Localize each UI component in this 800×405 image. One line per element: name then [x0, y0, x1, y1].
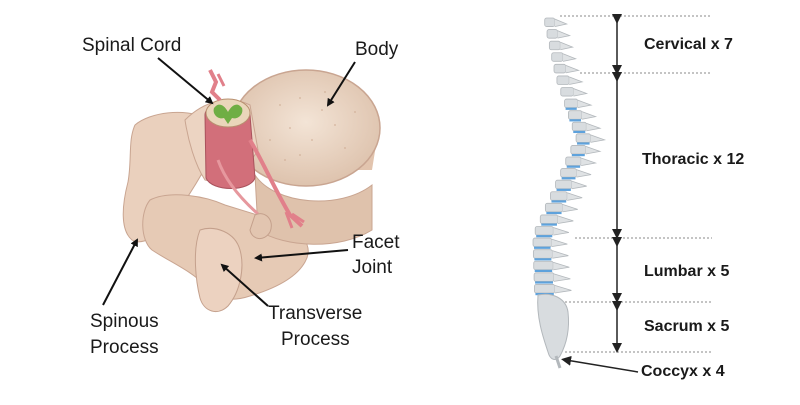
- arrow-body: [326, 61, 356, 107]
- vertebra-process: [552, 250, 569, 259]
- spine-illustration: [532, 14, 712, 373]
- intervertebral-disc: [534, 269, 553, 273]
- sacrum-shape: [537, 293, 569, 360]
- vertebra-segment: [532, 249, 553, 259]
- label-lumbar: Lumbar x 5: [644, 263, 730, 280]
- intervertebral-disc: [534, 258, 552, 261]
- vertebra-process: [581, 111, 598, 120]
- vertebra-process: [553, 261, 570, 271]
- vertebra-segment: [539, 214, 559, 224]
- vertebra-process: [551, 238, 568, 248]
- vertebra-process: [557, 215, 574, 224]
- vertebra-process: [554, 18, 569, 27]
- region-separators: [560, 15, 712, 353]
- vertebra-process: [554, 285, 572, 294]
- intervertebral-disc: [541, 223, 557, 226]
- label-facet: Facet: [352, 232, 400, 253]
- vertebra-process: [585, 146, 602, 155]
- vertebra-process: [562, 203, 578, 213]
- vertebra-process: [590, 134, 607, 143]
- arrow-spinal-cord: [157, 57, 214, 105]
- spine-column: [532, 17, 607, 296]
- vertebra-segment: [564, 98, 579, 109]
- vertebra-segment: [534, 226, 554, 236]
- label-transverse-process: Process: [281, 329, 350, 350]
- grey-matter-shape: [213, 104, 243, 124]
- intervertebral-disc: [565, 107, 577, 110]
- vertebra-process: [557, 30, 572, 39]
- label-coccyx: Coccyx x 4: [641, 363, 725, 380]
- label-joint: Joint: [352, 257, 393, 278]
- vertebra-process: [567, 192, 583, 201]
- bone-texture: [269, 91, 356, 161]
- label-sacrum: Sacrum x 5: [644, 318, 730, 335]
- intervertebral-disc: [577, 142, 590, 145]
- intervertebral-disc: [569, 119, 582, 122]
- nerve-root: [248, 138, 304, 228]
- label-spinous: Spinous: [90, 311, 159, 332]
- intervertebral-disc: [566, 165, 581, 168]
- vertebra-segment: [546, 29, 558, 39]
- vertebra-segment: [550, 191, 568, 201]
- vertebra-process: [573, 88, 589, 97]
- intervertebral-disc: [534, 246, 551, 249]
- arrow-coccyx: [561, 355, 639, 373]
- vertebra-illustration: [102, 57, 381, 313]
- vertebra-segment: [544, 17, 556, 27]
- label-transverse: Transverse: [268, 303, 363, 324]
- vertebra-process: [553, 273, 571, 282]
- intervertebral-disc: [561, 177, 576, 180]
- vertebra-segment: [551, 52, 564, 62]
- arrow-transverse: [220, 263, 269, 307]
- vertebra-segment: [533, 272, 555, 282]
- vertebra-process: [586, 122, 602, 132]
- vertebra-segment: [534, 284, 556, 294]
- label-spinous-process: Process: [90, 337, 159, 358]
- intervertebral-disc: [536, 235, 553, 238]
- nerve-top: [208, 69, 222, 102]
- vertebra-segment: [544, 202, 563, 213]
- vertebra-segment: [560, 168, 577, 178]
- label-body: Body: [355, 39, 399, 60]
- transverse-process-shape: [194, 227, 243, 313]
- vertebra-segment: [556, 75, 570, 85]
- intervertebral-disc: [571, 154, 585, 157]
- vertebra-process: [565, 64, 581, 74]
- vertebra-segment: [548, 40, 561, 51]
- vertebra-segment: [560, 87, 574, 97]
- vertebra-segment: [568, 110, 583, 120]
- vertebra-process: [571, 180, 587, 190]
- label-spinal-cord: Spinal Cord: [82, 35, 182, 56]
- intervertebral-disc: [573, 130, 586, 134]
- intervertebral-disc: [551, 200, 567, 203]
- vertebra-process: [562, 53, 578, 62]
- vertebra-segment: [553, 63, 567, 74]
- vertebra-segment: [570, 145, 587, 155]
- vertebra-process: [569, 76, 584, 85]
- intervertebral-disc: [546, 211, 562, 215]
- intervertebral-disc: [556, 188, 571, 191]
- vertebra-process: [580, 157, 598, 166]
- vertebra-process: [576, 169, 592, 178]
- vertebra-segment: [575, 133, 591, 143]
- vertebra-process: [553, 227, 570, 236]
- label-cervical: Cervical x 7: [644, 36, 733, 53]
- vertebra-segment: [571, 121, 587, 132]
- vertebra-segment: [555, 179, 573, 190]
- vertebra-segment: [533, 260, 554, 271]
- vertebra-process: [577, 99, 593, 109]
- arrow-facet: [254, 249, 349, 262]
- arrow-spinous: [102, 238, 138, 306]
- vertebral-body-lower: [254, 173, 373, 245]
- facet-joint-shape: [249, 213, 272, 239]
- vertebra-segment: [532, 237, 552, 248]
- label-thoracic: Thoracic x 12: [642, 151, 745, 168]
- vertebra-segment: [565, 156, 582, 166]
- intervertebral-disc: [535, 281, 553, 284]
- vertebra-process: [560, 41, 575, 51]
